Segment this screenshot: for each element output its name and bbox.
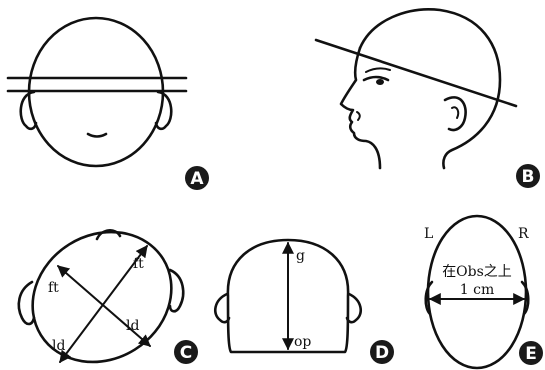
label-op: op [294, 334, 311, 350]
panel-e-top-view-width: L R 在Obs之上 1 cm [424, 216, 529, 368]
panel-b-profile-head [316, 9, 516, 168]
badge-c: C [174, 340, 198, 364]
lips-line [357, 112, 360, 120]
eyebrow [366, 68, 390, 72]
label-ft-top: ft [133, 256, 144, 272]
ear [445, 97, 466, 130]
badge-d-label: D [375, 343, 389, 363]
panel-d-top-view-length: g op [215, 240, 360, 352]
badge-b-label: B [522, 167, 535, 187]
label-note: 在Obs之上 [442, 264, 512, 280]
badge-a-label: A [190, 169, 204, 189]
panel-c-top-view-diagonals: ft ft ld ld [8, 206, 196, 370]
badge-c-label: C [180, 343, 192, 363]
badge-e: E [519, 341, 543, 365]
diagonal-ft-ld [58, 266, 150, 346]
label-right: R [518, 226, 529, 242]
badge-a: A [185, 166, 209, 190]
head-outline-top [8, 206, 196, 370]
badge-b: B [516, 164, 540, 188]
eye [376, 79, 384, 85]
label-ld-bottom: ld [52, 338, 65, 354]
badge-d: D [370, 340, 394, 364]
badge-e-label: E [525, 344, 537, 364]
label-ft-left: ft [48, 280, 59, 296]
mouth [88, 134, 106, 137]
label-distance: 1 cm [460, 282, 494, 298]
ear-inner [452, 107, 458, 118]
eye-lid [364, 77, 388, 80]
label-g: g [296, 248, 305, 264]
label-ld-right: ld [126, 318, 139, 334]
face-profile [341, 48, 380, 168]
panel-a-front-head [8, 18, 186, 166]
head-outline-back [360, 9, 500, 168]
label-left: L [424, 226, 433, 242]
